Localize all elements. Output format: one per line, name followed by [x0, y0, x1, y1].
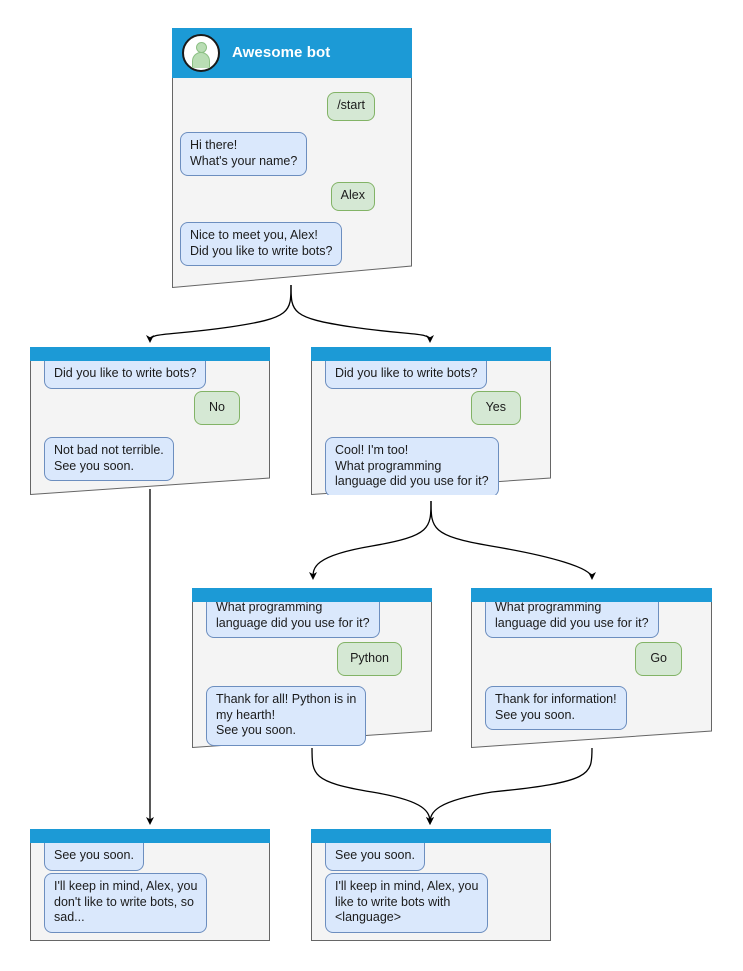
user-avatar-icon: [182, 34, 220, 72]
card-header-bar: Awesome bot: [172, 28, 412, 78]
bot-name-label: Awesome bot: [232, 44, 331, 61]
list-item[interactable]: Go: [635, 642, 682, 676]
card-header-bar: [30, 347, 270, 361]
end-no-card[interactable]: See you soon. I'll keep in mind, Alex, y…: [30, 829, 270, 941]
list-item[interactable]: /start: [327, 92, 375, 121]
edge-yes-to-python: [309, 500, 432, 580]
no-branch-card[interactable]: Did you like to write bots? No Not bad n…: [30, 347, 270, 495]
edge-go-to-end-yes: [426, 747, 593, 825]
chat-transcript: See you soon. I'll keep in mind, Alex, y…: [311, 843, 551, 941]
list-item[interactable]: Not bad not terrible. See you soon.: [44, 437, 174, 481]
edge-yes-to-go: [430, 500, 596, 580]
card-header-bar: [30, 829, 270, 843]
list-item[interactable]: Cool! I'm too! What programming language…: [325, 437, 499, 495]
list-item[interactable]: I'll keep in mind, Alex, you don't like …: [44, 873, 208, 933]
edge-root-to-no: [146, 284, 292, 343]
list-item[interactable]: Nice to meet you, Alex! Did you like to …: [180, 222, 343, 266]
list-item[interactable]: Yes: [470, 391, 521, 425]
python-branch-card[interactable]: What programming language did you use fo…: [192, 588, 432, 748]
chat-transcript: Did you like to write bots? Yes Cool! I'…: [311, 361, 551, 495]
card-header-bar: [192, 588, 432, 602]
end-yes-card[interactable]: See you soon. I'll keep in mind, Alex, y…: [311, 829, 551, 941]
chat-transcript: See you soon. I'll keep in mind, Alex, y…: [30, 843, 270, 941]
list-item[interactable]: Thank for information! See you soon.: [485, 686, 627, 730]
list-item[interactable]: What programming language did you use fo…: [206, 602, 380, 638]
card-header-bar: [311, 829, 551, 843]
list-item[interactable]: See you soon.: [44, 843, 144, 871]
edge-python-to-end-yes: [311, 747, 434, 825]
list-item[interactable]: Alex: [330, 182, 375, 211]
go-branch-card[interactable]: What programming language did you use fo…: [471, 588, 712, 748]
list-item[interactable]: Did you like to write bots?: [44, 361, 207, 389]
edge-root-to-yes: [290, 284, 434, 343]
list-item[interactable]: Thank for all! Python is in my hearth! S…: [206, 686, 367, 746]
chat-transcript: What programming language did you use fo…: [192, 602, 432, 748]
list-item[interactable]: Did you like to write bots?: [325, 361, 488, 389]
list-item[interactable]: Hi there! What's your name?: [180, 132, 308, 176]
list-item[interactable]: I'll keep in mind, Alex, you like to wri…: [325, 873, 489, 933]
chat-transcript: /start Hi there! What's your name? Alex …: [172, 78, 412, 288]
card-header-bar: [471, 588, 712, 602]
list-item[interactable]: No: [194, 391, 240, 425]
root-chat-card[interactable]: Awesome bot /start Hi there! What's your…: [172, 28, 412, 288]
card-header-bar: [311, 347, 551, 361]
avatar-body: [192, 52, 210, 68]
list-item[interactable]: What programming language did you use fo…: [485, 602, 659, 638]
list-item[interactable]: See you soon.: [325, 843, 425, 871]
chat-transcript: Did you like to write bots? No Not bad n…: [30, 361, 270, 495]
chat-transcript: What programming language did you use fo…: [471, 602, 712, 748]
list-item[interactable]: Python: [337, 642, 402, 676]
yes-branch-card[interactable]: Did you like to write bots? Yes Cool! I'…: [311, 347, 551, 495]
